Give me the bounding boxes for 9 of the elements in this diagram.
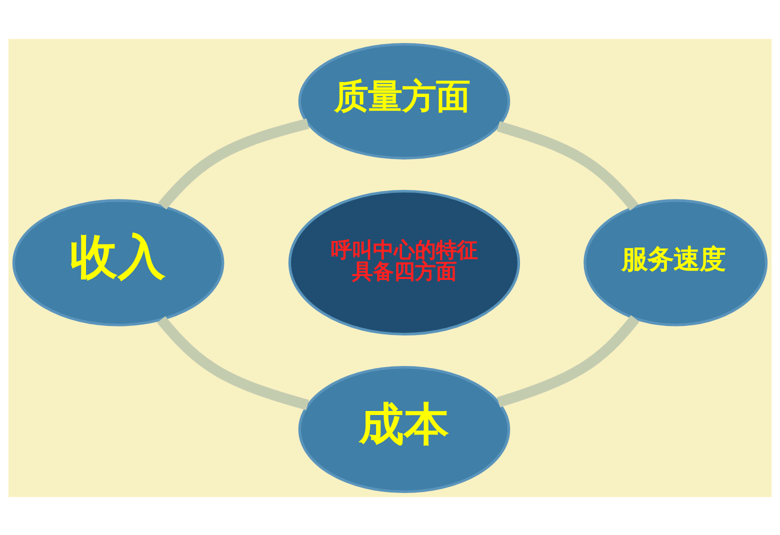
connector	[496, 314, 640, 407]
node-ellipse: 质量方面	[298, 42, 510, 159]
connector	[496, 120, 638, 210]
node-ellipse: 呼叫中心的特征具备四方面	[288, 189, 520, 335]
node-ellipse: 成本	[298, 365, 510, 493]
node-ellipse: 收入	[12, 198, 224, 326]
connector	[158, 118, 310, 210]
node-ellipse: 服务速度	[584, 198, 768, 326]
connector	[157, 316, 310, 410]
